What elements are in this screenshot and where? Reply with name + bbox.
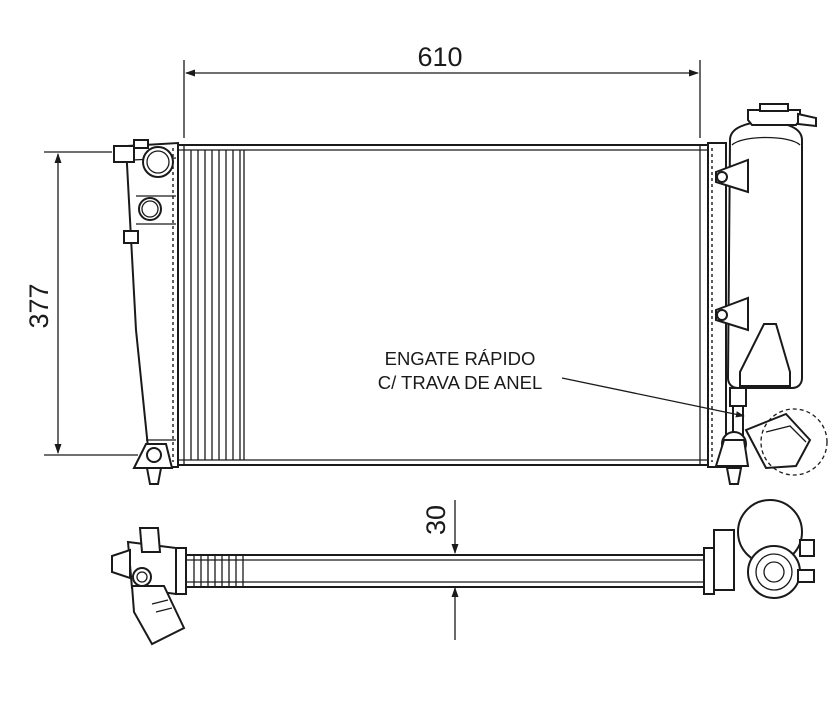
callout-line-1: ENGATE RÁPIDO — [385, 348, 536, 369]
top-view-bleed-plug — [132, 567, 152, 587]
top-view-lower-hose — [130, 585, 186, 646]
height-value: 377 — [24, 283, 54, 328]
reservoir-cap — [747, 109, 801, 126]
height-dimension: 377 — [24, 151, 138, 456]
quick-coupling-callout: ENGATE RÁPIDO C/ TRAVA DE ANEL — [378, 348, 745, 418]
depth-dimension: 30 — [421, 500, 459, 640]
callout-line-2: C/ TRAVA DE ANEL — [378, 372, 543, 393]
top-view-left-flange — [111, 548, 131, 580]
reservoir-funnel — [739, 323, 791, 387]
core-fins — [190, 150, 245, 460]
width-value: 610 — [417, 42, 462, 72]
bottom-right-mount — [714, 439, 750, 467]
radiator-top-view — [111, 499, 815, 646]
overflow-nipple — [797, 112, 817, 128]
quick-coupling-body — [729, 387, 747, 407]
upper-hose-flange — [113, 145, 135, 163]
left-end-tank — [124, 141, 179, 468]
bottom-left-pin — [145, 467, 163, 485]
depth-value: 30 — [421, 505, 451, 535]
width-dimension: 610 — [183, 42, 701, 138]
quick-coupling-hose — [744, 412, 812, 470]
right-end-tank — [707, 142, 727, 468]
top-view-right-tank — [713, 529, 735, 591]
reservoir-bracket-upper — [715, 158, 749, 194]
callout-leader — [561, 377, 745, 418]
radiator-front-view — [113, 103, 828, 485]
side-lug — [123, 230, 139, 244]
radiator-core — [177, 144, 709, 466]
detail-circle — [760, 408, 828, 476]
reservoir-bracket-lower — [715, 296, 749, 332]
top-view-fins — [193, 555, 244, 587]
